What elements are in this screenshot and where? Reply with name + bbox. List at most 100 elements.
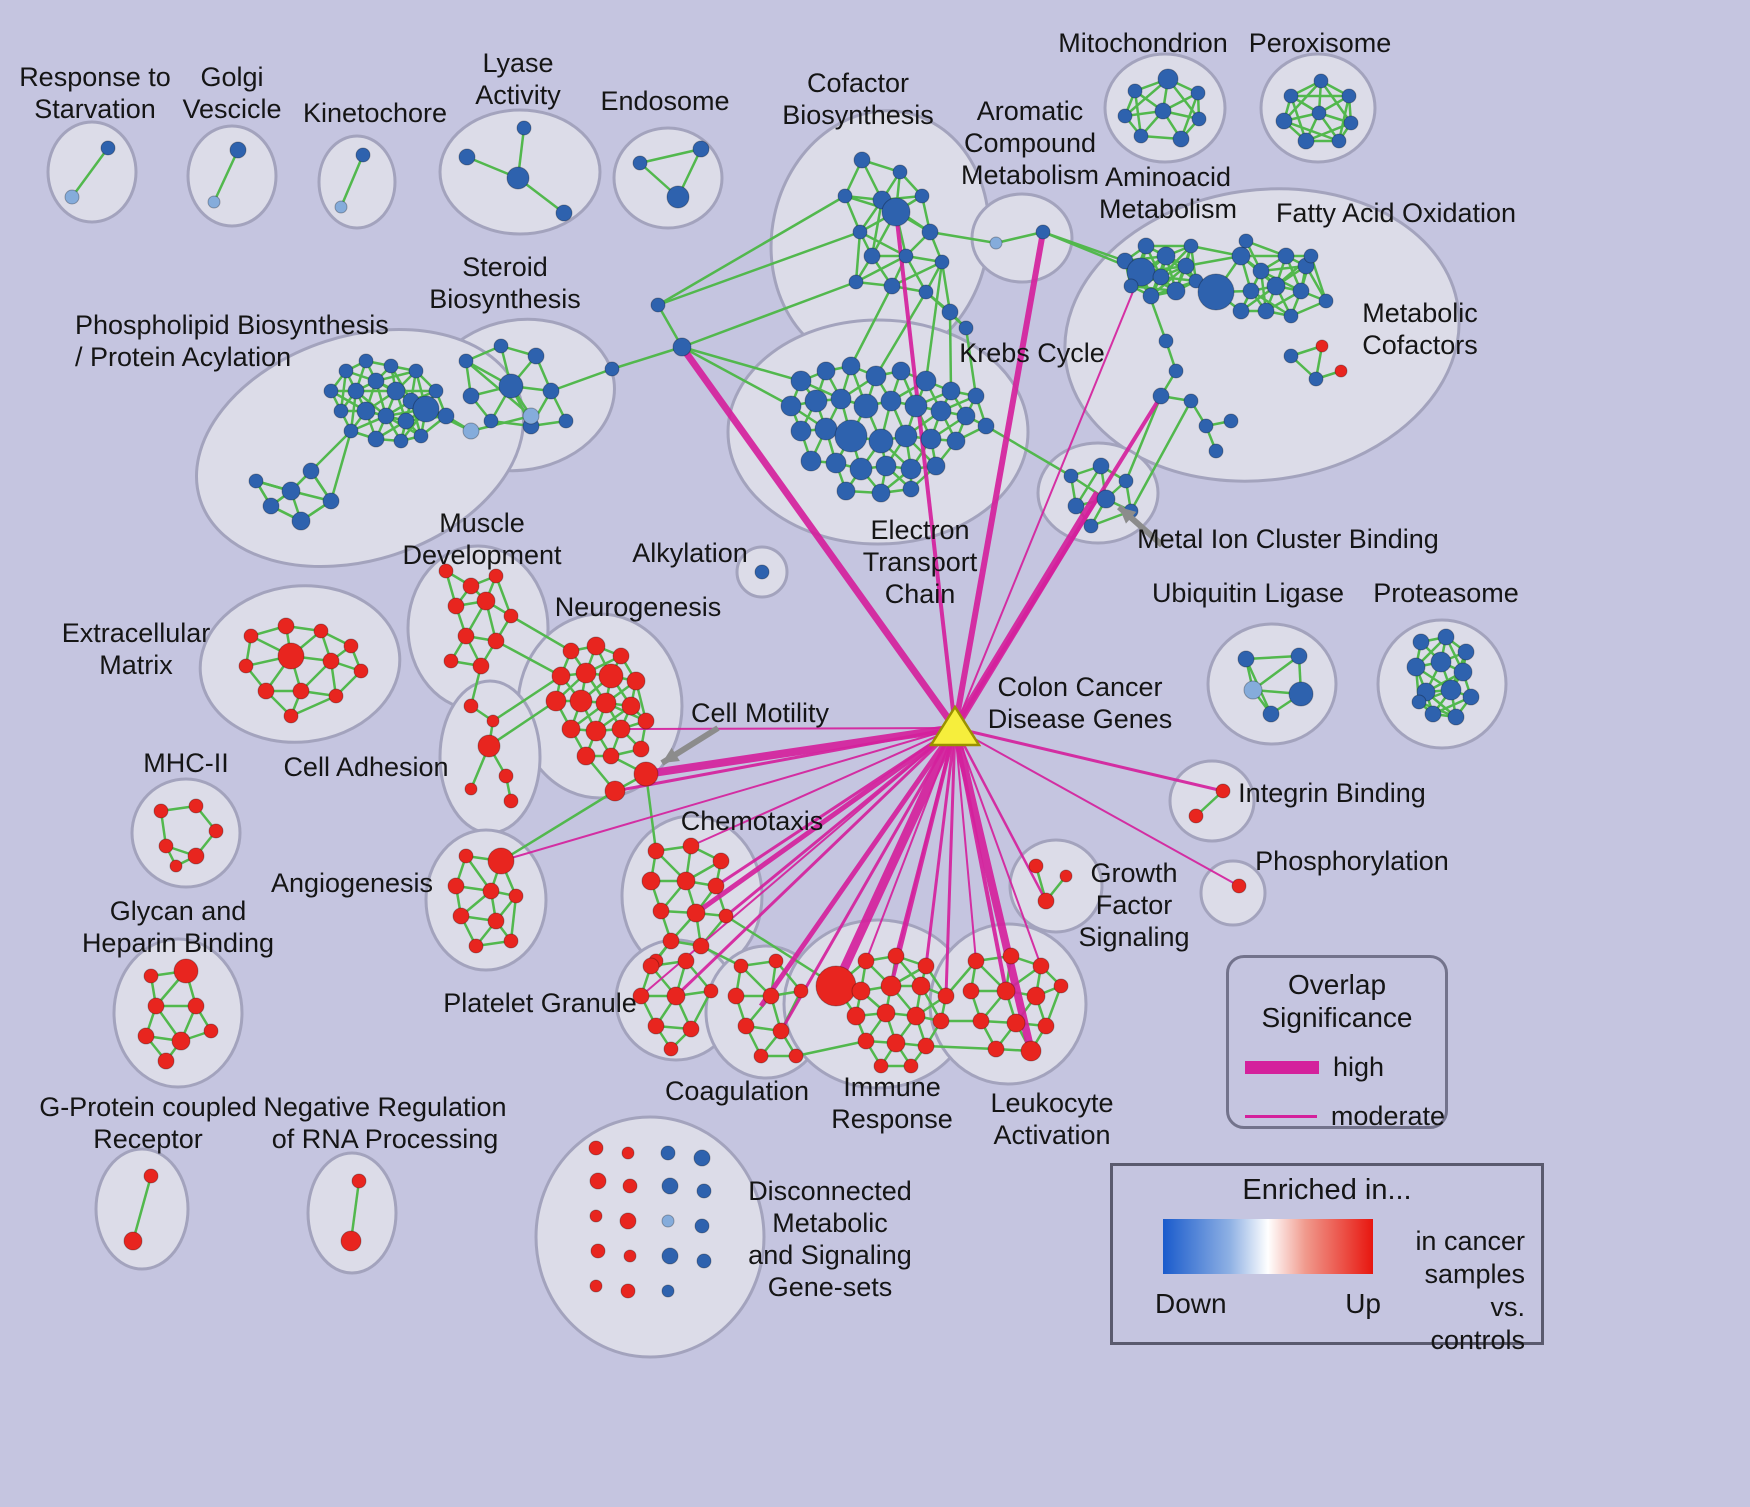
cell-motility-pointer-head bbox=[662, 747, 680, 763]
gene-set-node-phospholipid-protein-acylation bbox=[347, 382, 365, 400]
gene-set-node-leukocyte-activation bbox=[987, 1040, 1005, 1058]
gene-set-node-phospholipid-protein-acylation bbox=[383, 358, 399, 374]
gene-set-node-fatty-acid-oxidation bbox=[1292, 282, 1310, 300]
gene-set-node-aminoacid-metabolism bbox=[1183, 238, 1199, 254]
gene-set-node-disconnected-genesets bbox=[660, 1145, 676, 1161]
gene-set-node-chemotaxis bbox=[662, 932, 680, 950]
gene-set-node-fatty-acid-oxidation bbox=[1197, 273, 1235, 311]
gene-set-node-proteasome bbox=[1457, 643, 1475, 661]
overlap-significance-edge bbox=[620, 727, 956, 730]
green-link bbox=[725, 914, 837, 988]
gene-set-node-electron-transport-chain bbox=[926, 456, 946, 476]
gene-set-node-steroid-biosynthesis bbox=[493, 338, 509, 354]
cluster-edge-cofactor-biosynthesis bbox=[940, 261, 952, 313]
gene-set-node-kinetochore bbox=[355, 147, 371, 163]
overlap-significance-edge bbox=[954, 726, 1224, 793]
gene-set-node-electron-transport-chain bbox=[891, 361, 911, 381]
legend-enriched-caption: in cancer samples vs. controls bbox=[1415, 1226, 1525, 1355]
gene-set-node-steroid-biosynthesis bbox=[527, 347, 545, 365]
gene-set-node-metabolic-cofactors-net bbox=[1283, 348, 1299, 364]
gene-set-node-connector-nodes bbox=[650, 297, 666, 313]
gene-set-node-muscle-development bbox=[476, 591, 496, 611]
gene-set-node-lyase-activity bbox=[516, 120, 532, 136]
gene-set-node-aminoacid-metabolism bbox=[1152, 268, 1170, 286]
gene-set-node-mitochondrion bbox=[1157, 68, 1179, 90]
gene-set-node-peroxisome bbox=[1283, 88, 1299, 104]
gene-set-node-peroxisome bbox=[1313, 73, 1329, 89]
cluster-edge-extracellular-matrix bbox=[290, 694, 337, 718]
gene-set-node-immune-response bbox=[880, 975, 902, 997]
gene-set-node-disconnected-genesets bbox=[619, 1212, 637, 1230]
gene-set-node-electron-transport-chain bbox=[956, 406, 976, 426]
gene-set-node-peroxisome bbox=[1297, 132, 1315, 150]
green-link bbox=[644, 773, 658, 852]
gene-set-node-phospholipid-protein-acylation bbox=[358, 353, 374, 369]
gene-set-node-immune-response bbox=[857, 1032, 875, 1050]
gene-set-node-ubiquitin-ligase bbox=[1243, 680, 1263, 700]
gene-set-node-fatty-acid-oxidation bbox=[1242, 282, 1260, 300]
gene-set-node-immune-response bbox=[857, 952, 875, 970]
gene-set-node-aromatic-compound-metabolism bbox=[1035, 224, 1051, 240]
gene-set-node-g-protein-coupled-receptor bbox=[143, 1168, 159, 1184]
gene-set-node-platelet-granule bbox=[666, 986, 686, 1006]
gene-set-node-immune-response bbox=[846, 1006, 866, 1026]
overlap-significance-edge bbox=[954, 271, 1142, 729]
gene-set-node-neurogenesis bbox=[621, 696, 641, 716]
overlap-significance-edge bbox=[645, 724, 956, 778]
gene-set-node-proteasome bbox=[1406, 657, 1426, 677]
gene-set-node-steroid-biosynthesis bbox=[542, 382, 560, 400]
gene-set-node-cell-motility-nodes bbox=[604, 780, 626, 802]
gene-set-node-aminoacid-metabolism bbox=[1142, 287, 1160, 305]
gene-set-node-immune-response bbox=[876, 1003, 896, 1023]
gene-set-node-disconnected-genesets bbox=[589, 1209, 603, 1223]
gene-set-node-peroxisome bbox=[1331, 133, 1347, 149]
gene-set-node-metabolic-tail bbox=[1168, 363, 1184, 379]
gene-set-node-disconnected-genesets bbox=[589, 1172, 607, 1190]
gene-set-node-phospholipid-protein-acylation bbox=[462, 422, 480, 440]
gene-set-node-muscle-development bbox=[438, 563, 454, 579]
gene-set-node-neurogenesis bbox=[576, 746, 596, 766]
gene-set-node-electron-transport-chain bbox=[900, 458, 922, 480]
gene-set-node-chemotaxis bbox=[718, 908, 734, 924]
overlap-significance-edge bbox=[779, 727, 957, 1032]
gene-set-node-extracellular-matrix bbox=[353, 663, 369, 679]
overlap-significance-edge bbox=[952, 231, 1046, 729]
gene-set-node-electron-transport-chain bbox=[853, 393, 879, 419]
overlap-significance-edge bbox=[953, 727, 1048, 902]
gene-set-node-cofactor-biosynthesis bbox=[863, 247, 881, 265]
gene-set-node-fatty-acid-oxidation bbox=[1266, 276, 1286, 296]
green-link bbox=[681, 280, 857, 349]
gene-set-node-angiogenesis bbox=[458, 848, 474, 864]
gene-set-node-phospholipid-protein-acylation bbox=[393, 433, 409, 449]
gene-set-node-phospholipid-protein-acylation bbox=[367, 372, 385, 390]
cluster-bubble-angiogenesis bbox=[424, 828, 548, 972]
gene-set-node-platelet-granule bbox=[703, 983, 719, 999]
label-peroxisome: Peroxisome bbox=[1249, 28, 1392, 58]
gene-set-node-phospholipid-protein-acylation bbox=[522, 407, 540, 425]
gene-set-node-steroid-biosynthesis bbox=[498, 373, 524, 399]
green-link bbox=[510, 614, 572, 653]
gene-set-node-extracellular-matrix bbox=[328, 688, 344, 704]
label-mhc-ii: MHC-II bbox=[143, 748, 228, 778]
disease-genes-hub-triangle bbox=[928, 704, 982, 747]
gene-set-node-leukocyte-activation bbox=[962, 982, 980, 1000]
gene-set-node-mitochondrion bbox=[1154, 102, 1172, 120]
cluster-edge-negative-regulation-rna bbox=[349, 1180, 361, 1242]
overlap-significance-edge bbox=[953, 394, 1163, 730]
gene-set-node-neurogenesis bbox=[561, 719, 581, 739]
down-label: Down bbox=[1155, 1288, 1227, 1319]
gene-set-node-electron-transport-chain bbox=[977, 417, 995, 435]
gene-set-node-proteasome bbox=[1411, 694, 1427, 710]
gene-set-node-mhc-ii bbox=[158, 838, 174, 854]
gene-set-node-steroid-biosynthesis bbox=[483, 413, 499, 429]
gene-set-node-lyase-activity bbox=[458, 148, 476, 166]
label-fatty-acid-oxidation: Fatty Acid Oxidation bbox=[1276, 198, 1516, 228]
gene-set-node-phosphorylation bbox=[1231, 878, 1247, 894]
gene-set-node-growth-factor-signaling bbox=[1037, 892, 1055, 910]
label-cell-adhesion: Cell Adhesion bbox=[283, 752, 448, 782]
overlap-significance-edge bbox=[953, 727, 1008, 992]
gene-set-node-disconnected-genesets bbox=[661, 1177, 679, 1195]
green-link bbox=[550, 367, 613, 393]
label-krebs-cycle: Krebs Cycle bbox=[959, 338, 1105, 368]
